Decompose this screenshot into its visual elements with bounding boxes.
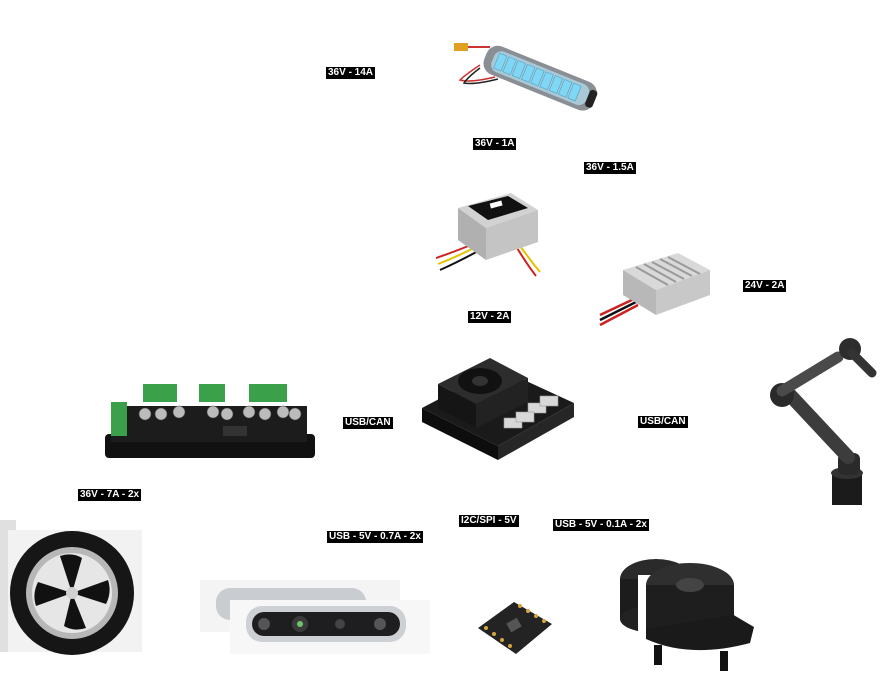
label-wheel-power: 36V - 7A - 2x [78, 489, 142, 501]
label-camera-link: USB - 5V - 0.7A - 2x [327, 531, 423, 543]
motor-driver-board-icon [103, 382, 318, 462]
hub-motor-wheel-icon [0, 518, 145, 658]
label-lidar-link: USB - 5V - 0.1A - 2x [553, 519, 649, 531]
label-to-converter-24v: 36V - 1.5A [584, 162, 636, 174]
label-battery-out: 36V - 14A [326, 67, 376, 79]
label-imu-link: I2C/SPI - 5V [459, 515, 519, 527]
jetson-compute-module-icon [418, 348, 576, 473]
label-converter-24v-out: 24V - 2A [743, 280, 787, 292]
label-to-converter-12v: 36V - 1A [473, 138, 517, 150]
dc-dc-converter-24v-icon [598, 245, 713, 330]
label-converter-12v-out: 12V - 2A [468, 311, 512, 323]
robot-arm-icon [760, 335, 885, 510]
label-motor-driver-link: USB/CAN [343, 417, 393, 429]
lidar-sensor-icon [610, 555, 760, 675]
label-arm-link: USB/CAN [638, 416, 688, 428]
battery-pack-icon [440, 25, 605, 120]
dc-dc-converter-12v-icon [436, 188, 546, 283]
depth-camera-icon [200, 580, 432, 655]
imu-breakout-board-icon [472, 598, 557, 658]
